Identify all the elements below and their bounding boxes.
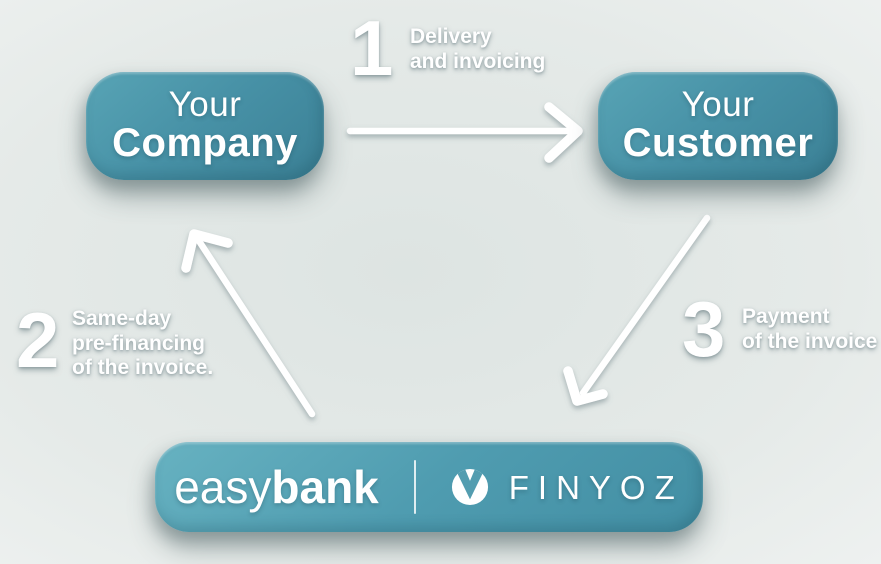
- step-1-number: 1: [350, 4, 394, 92]
- company-label-line2: Company: [112, 121, 298, 166]
- step-3-number: 3: [682, 285, 726, 373]
- finyoz-v-circle-icon: [451, 468, 489, 506]
- step-1-label-line2: and invoicing: [410, 49, 546, 73]
- customer-node: Your Customer: [598, 72, 838, 180]
- easybank-wordmark-light: easy: [174, 461, 272, 513]
- easybank-wordmark: easybank: [174, 464, 379, 510]
- easybank-finyoz-node: easybank FINYOZ: [155, 442, 703, 532]
- step-3-label: Payment of the invoice: [742, 305, 877, 354]
- step-2-label-line2: pre-financing: [72, 331, 206, 355]
- step-2-label-line1: Same-day: [72, 307, 172, 330]
- customer-label-line1: Your: [681, 84, 755, 124]
- step-2-number: 2: [16, 296, 60, 384]
- arrow-company-to-customer: [346, 102, 583, 163]
- brand-divider: [413, 460, 416, 514]
- step-1-label-line1: Delivery: [410, 25, 492, 48]
- customer-label-line2: Customer: [622, 121, 814, 166]
- step-2-label-line3: of the invoice.: [72, 356, 214, 380]
- step-2-label: Same-day pre-financing of the invoice.: [72, 307, 213, 381]
- company-node: Your Company: [86, 72, 324, 180]
- company-label-line1: Your: [168, 84, 242, 124]
- step-3-label-line1: Payment: [742, 305, 830, 328]
- step-3-label-line2: of the invoice: [742, 329, 878, 353]
- step-1-label: Delivery and invoicing: [410, 25, 545, 74]
- easybank-wordmark-bold: bank: [271, 461, 379, 513]
- finyoz-wordmark: FINYOZ: [508, 468, 684, 506]
